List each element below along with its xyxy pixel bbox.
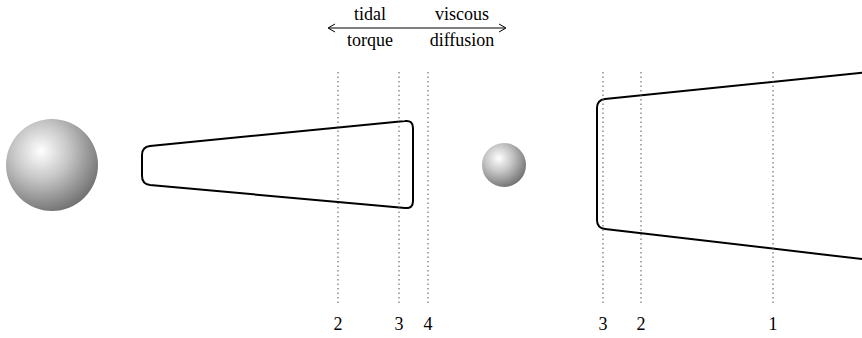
radius-number: 1: [761, 311, 785, 337]
star-sphere: [6, 119, 98, 211]
arrow-label: viscous diffusion: [416, 1, 508, 53]
radius-number: 4: [416, 311, 440, 337]
dotted-line: [641, 72, 642, 306]
dotted-line: [428, 72, 429, 306]
radius-number: 2: [629, 311, 653, 337]
dotted-line: [603, 72, 604, 306]
dotted-line: [773, 72, 774, 306]
inner-disk: [142, 121, 413, 208]
right-arrow: [413, 28, 505, 29]
dotted-line: [338, 72, 339, 306]
arrow-head: [499, 24, 506, 32]
radius-number: 3: [591, 311, 615, 337]
dotted-line: [399, 72, 400, 306]
radius-markers: [338, 72, 773, 306]
left-arrow: [329, 28, 413, 29]
arrow-head: [328, 24, 335, 32]
radius-number: 3: [387, 311, 411, 337]
radius-number: 2: [326, 311, 350, 337]
planet-sphere: [482, 143, 526, 187]
outer-disk: [597, 72, 862, 260]
arrow-label: tidal torque: [330, 1, 410, 53]
